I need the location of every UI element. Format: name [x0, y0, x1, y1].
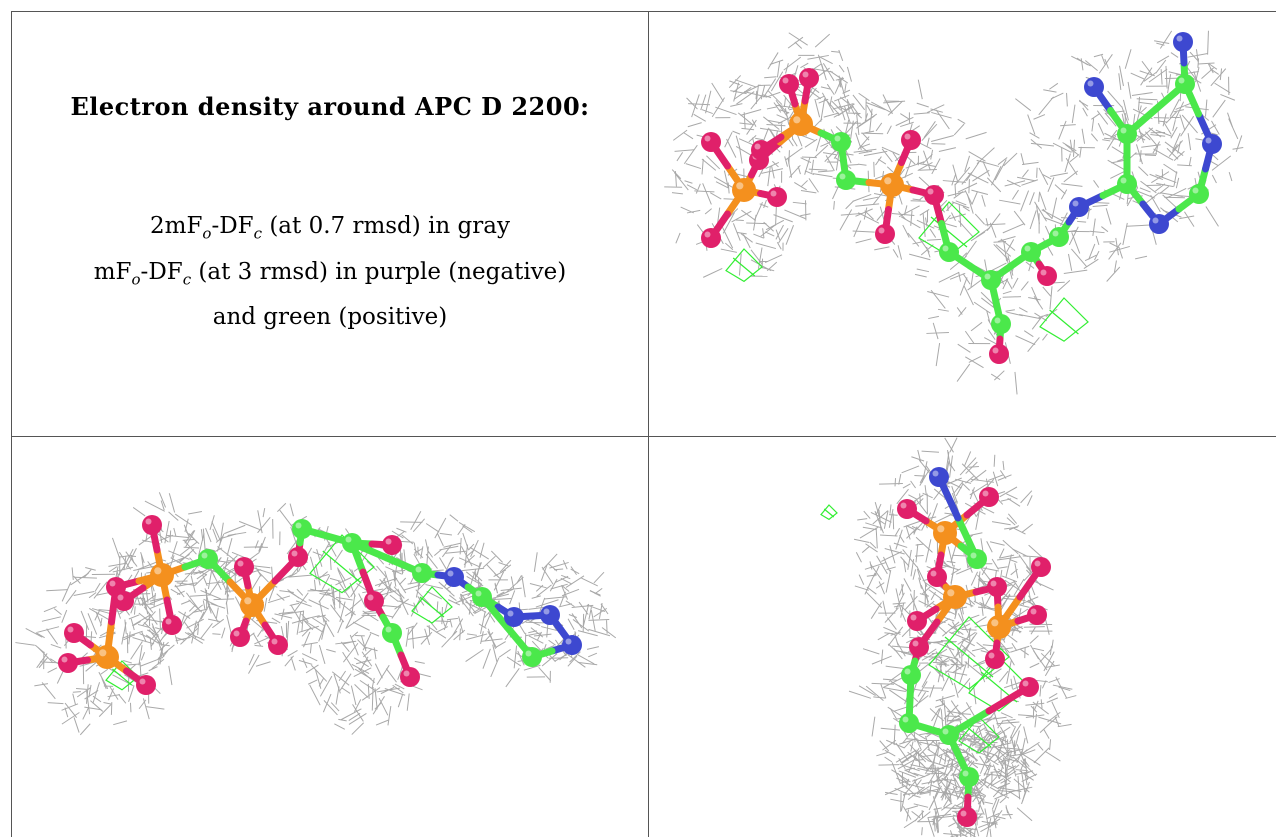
- atom: [875, 224, 895, 244]
- atom: [985, 649, 1005, 669]
- atom: [989, 344, 1009, 364]
- atom: [929, 467, 949, 487]
- atom: [1175, 74, 1195, 94]
- atom: [927, 567, 947, 587]
- atom: [901, 665, 921, 685]
- atom: [987, 577, 1007, 597]
- atom-model: [897, 467, 1051, 827]
- atom: [198, 549, 218, 569]
- atom: [939, 242, 959, 262]
- atom: [957, 807, 977, 827]
- molecule-panel-bottom-right: [649, 436, 1276, 837]
- atom: [1117, 124, 1137, 144]
- molecule-view-1-icon: [664, 30, 1244, 395]
- atom: [268, 635, 288, 655]
- atom: [1189, 184, 1209, 204]
- atom: [789, 112, 813, 136]
- atom: [444, 567, 464, 587]
- positive-density: [105, 534, 453, 691]
- atom: [701, 132, 721, 152]
- atom: [933, 521, 957, 545]
- atom: [412, 563, 432, 583]
- atom: [472, 587, 492, 607]
- density-legend: 2mFo-DFc (at 0.7 rmsd) in gray mFo-DFc (…: [12, 207, 648, 336]
- atom: [240, 593, 264, 617]
- atom: [114, 591, 134, 611]
- atom: [234, 557, 254, 577]
- atom: [979, 487, 999, 507]
- atom: [981, 270, 1001, 290]
- atom-model: [58, 515, 582, 695]
- atom: [987, 615, 1011, 639]
- atom: [732, 178, 756, 202]
- atom: [162, 615, 182, 635]
- positive-density: [725, 201, 1089, 342]
- atom: [1149, 214, 1169, 234]
- legend-line-2: mFo-DFc (at 3 rmsd) in purple (negative): [93, 258, 567, 289]
- atom: [562, 635, 582, 655]
- atom: [1173, 32, 1193, 52]
- atom: [342, 533, 362, 553]
- atom: [1084, 77, 1104, 97]
- atom: [751, 140, 771, 160]
- legend-line-3: and green (positive): [212, 304, 448, 331]
- atom: [831, 132, 851, 152]
- atom: [1019, 677, 1039, 697]
- atom: [836, 170, 856, 190]
- atom: [64, 623, 84, 643]
- atom: [939, 725, 959, 745]
- atom: [382, 535, 402, 555]
- atom: [95, 645, 119, 669]
- atom: [880, 173, 904, 197]
- atom: [292, 519, 312, 539]
- legend-line-1: 2mFo-DFc (at 0.7 rmsd) in gray: [150, 213, 510, 243]
- molecule-view-2-icon: [15, 492, 617, 736]
- atom: [907, 611, 927, 631]
- atom: [779, 74, 799, 94]
- atom: [967, 549, 987, 569]
- atom: [382, 623, 402, 643]
- atom: [901, 130, 921, 150]
- atom: [991, 314, 1011, 334]
- atom: [897, 499, 917, 519]
- density-mesh: [664, 30, 1244, 395]
- atom: [1021, 242, 1041, 262]
- atom: [230, 627, 250, 647]
- atom: [1202, 134, 1222, 154]
- atom: [504, 607, 524, 627]
- atom: [58, 653, 78, 673]
- atom: [1069, 197, 1089, 217]
- caption-cell: Electron density around APC D 2200: 2mFo…: [11, 11, 649, 436]
- atom: [540, 605, 560, 625]
- atom: [1117, 174, 1137, 194]
- atom: [799, 68, 819, 88]
- atom: [142, 515, 162, 535]
- atom: [909, 637, 929, 657]
- atom: [150, 563, 174, 587]
- atom: [924, 185, 944, 205]
- figure-title: Electron density around APC D 2200:: [70, 92, 590, 121]
- atom: [1031, 557, 1051, 577]
- molecule-panel-top-right: [649, 11, 1276, 436]
- atom: [1027, 605, 1047, 625]
- atom: [767, 187, 787, 207]
- atom-model: [701, 32, 1222, 364]
- atom: [288, 547, 308, 567]
- atom: [899, 713, 919, 733]
- atom: [701, 228, 721, 248]
- atom: [364, 591, 384, 611]
- atom: [959, 767, 979, 787]
- atom: [1049, 227, 1069, 247]
- molecule-panel-bottom-left: [11, 436, 649, 837]
- molecule-view-3-icon: [820, 437, 1077, 837]
- atom: [943, 585, 967, 609]
- atom: [522, 647, 542, 667]
- atom: [136, 675, 156, 695]
- atom: [1037, 266, 1057, 286]
- atom: [400, 667, 420, 687]
